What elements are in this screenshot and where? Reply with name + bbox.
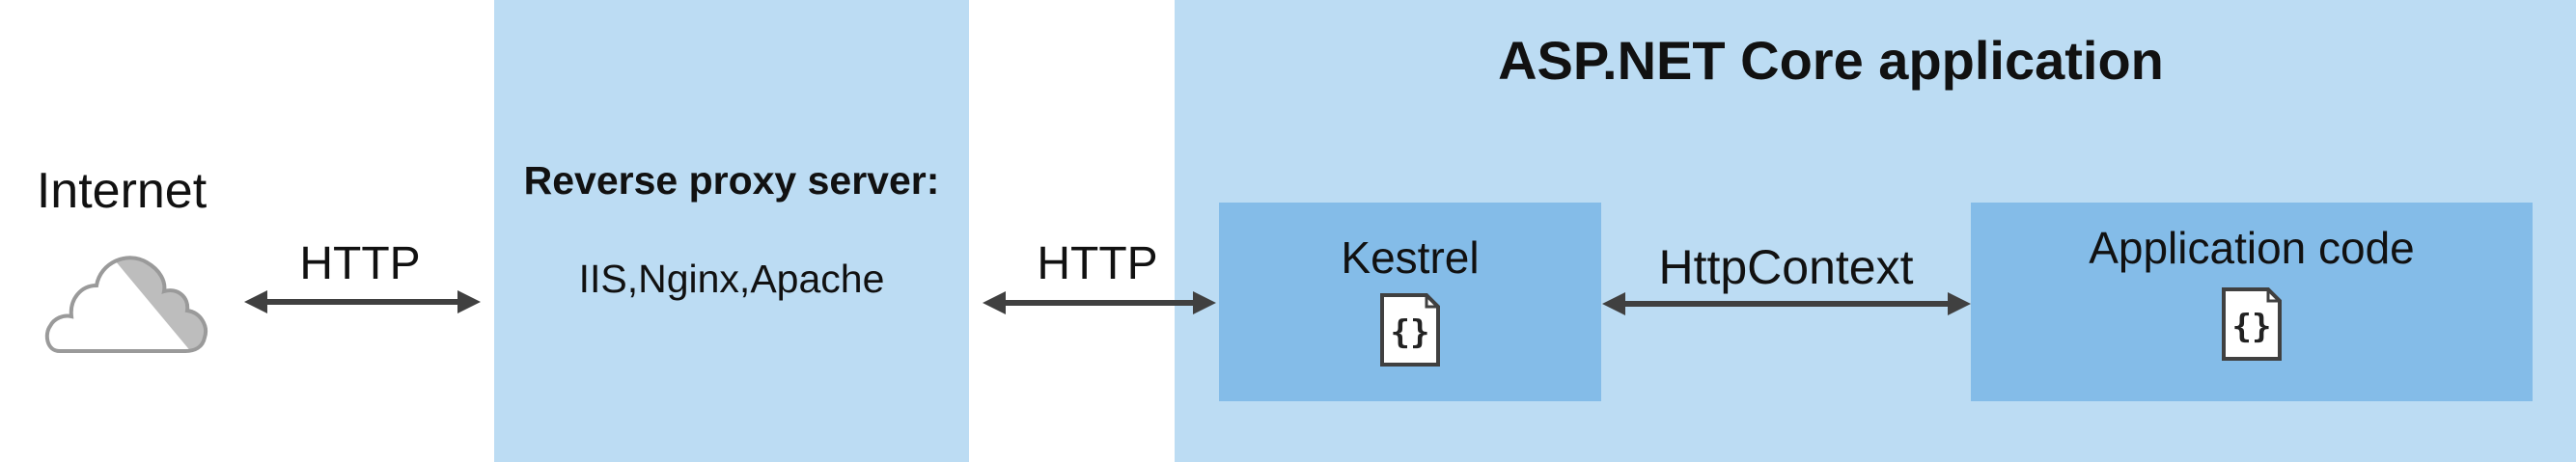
httpcontext-label: HttpContext [1658, 240, 1914, 294]
aspnet-app-title: ASP.NET Core application [1498, 30, 2164, 91]
internet-label: Internet [36, 163, 208, 219]
reverse-proxy-title: Reverse proxy server: [523, 158, 940, 203]
reverse-proxy-servers: IIS,Nginx,Apache [578, 257, 885, 301]
http-arrow-1 [244, 289, 481, 314]
application-code-label: Application code [2089, 223, 2415, 273]
http-arrow-2 [983, 290, 1216, 315]
svg-text:{}: {} [2232, 308, 2272, 346]
kestrel-code-file-icon: {} [1376, 291, 1444, 368]
reverse-proxy-panel [494, 0, 969, 462]
kestrel-label: Kestrel [1341, 232, 1480, 283]
cloud-icon [42, 243, 212, 359]
svg-text:{}: {} [1391, 313, 1430, 352]
httpcontext-arrow [1602, 291, 1971, 316]
http-label-2: HTTP [1037, 238, 1158, 289]
app-code-file-icon: {} [2218, 285, 2285, 363]
http-label-1: HTTP [299, 238, 421, 289]
